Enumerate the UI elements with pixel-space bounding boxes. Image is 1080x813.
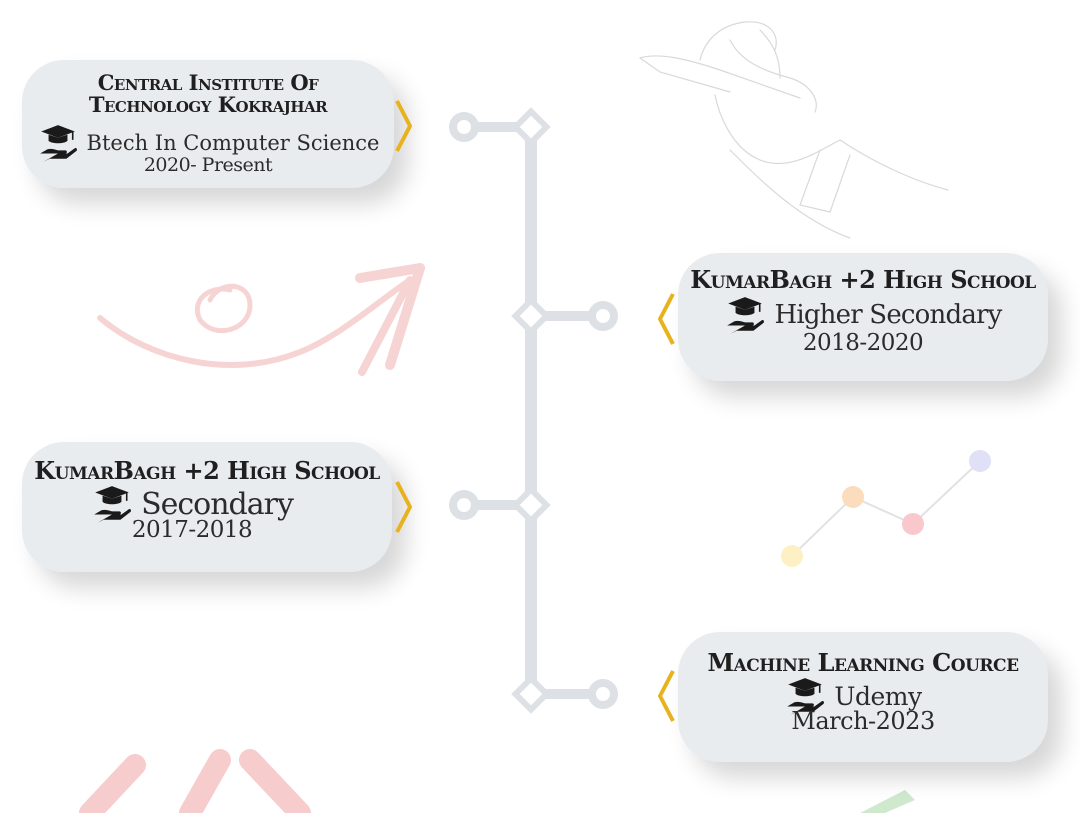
card-dates: 2018-2020 — [802, 330, 924, 357]
graduation-hand-icon — [727, 297, 765, 335]
card-title: KumarBagh +2 High School — [690, 265, 1036, 294]
card-title: Machine Learning Cource — [707, 648, 1019, 677]
chevron-left-icon — [658, 670, 675, 722]
education-card-cit: Central Institute Of Technology Kokrajha… — [22, 60, 394, 188]
graduation-hand-icon — [787, 678, 825, 716]
education-card-ml-course: Machine Learning Cource Udemy March-2023 — [678, 632, 1048, 762]
card-subject: Btech In Computer Science — [86, 131, 380, 156]
chevron-right-icon — [395, 481, 412, 533]
card-title: Central Institute Of Technology Kokrajha… — [88, 70, 328, 118]
graduation-hand-icon — [39, 125, 77, 162]
card-dates: 2020- Present — [143, 154, 273, 177]
graduation-hand-icon — [94, 486, 132, 524]
card-dates: 2017-2018 — [131, 517, 253, 544]
bottom-arrow-decoration — [79, 749, 311, 813]
curved-arrow-decoration — [97, 263, 425, 376]
card-subject: Secondary — [141, 486, 294, 522]
card-dates: March-2023 — [791, 707, 935, 736]
dots-line-decoration — [781, 450, 991, 567]
hand-pen-sketch-icon — [639, 21, 949, 239]
chevron-left-icon — [658, 293, 675, 345]
card-subject: Udemy — [834, 681, 922, 711]
card-title: KumarBagh +2 High School — [34, 456, 380, 485]
education-card-higher-secondary: KumarBagh +2 High School Higher Secondar… — [678, 253, 1048, 381]
timeline — [449, 112, 618, 709]
green-leaf-decoration — [860, 790, 915, 813]
card-subject: Higher Secondary — [774, 300, 1002, 331]
timeline-nodes — [511, 107, 551, 714]
chevron-right-icon — [395, 100, 412, 152]
education-card-secondary: KumarBagh +2 High School Secondary 2017-… — [22, 442, 392, 572]
